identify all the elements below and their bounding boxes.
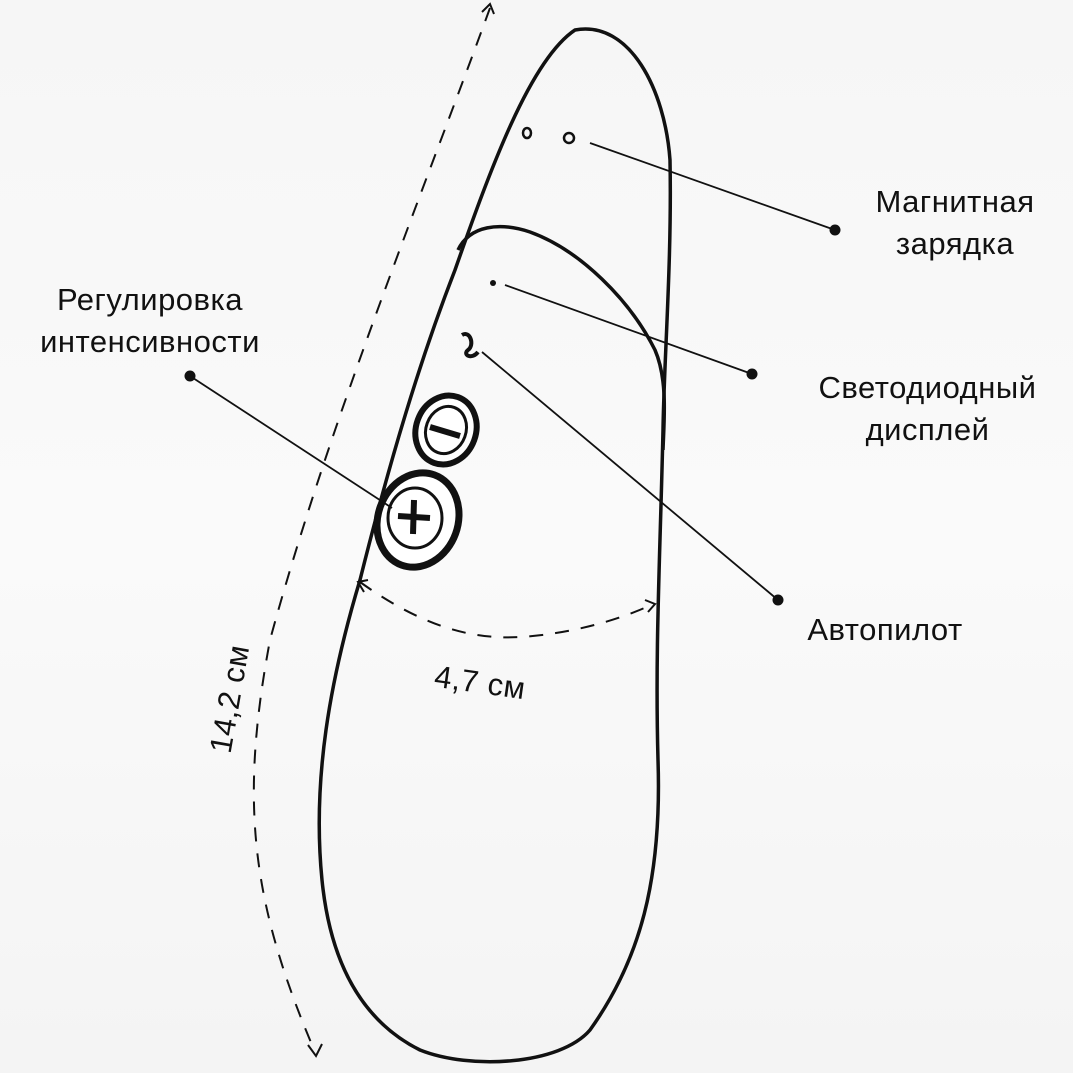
device-outline [317,27,673,1064]
width-dimension-line [359,581,654,639]
intensity-label: Регулировка интенсивности [0,279,300,363]
autopilot-icon [460,332,480,359]
label-line: интенсивности [40,324,260,359]
minus-icon[interactable] [429,424,461,439]
label-line: зарядка [895,226,1015,261]
magnetic-charging-label: Магнитная зарядка [845,181,1065,265]
label-line: дисплей [865,412,990,447]
charging-contact-icon [521,126,533,140]
head-outline [456,225,667,451]
plus-icon[interactable] [397,499,431,535]
label-line: Регулировка [56,282,244,317]
leader-lines [189,142,836,601]
led-display-label: Светодиодный дисплей [780,367,1073,451]
charging-contact-icon [562,131,576,145]
autopilot-label: Автопилот [807,612,963,647]
label-line: Светодиодный [818,370,1037,405]
length-dimension-line [252,7,491,1053]
led-icon [490,280,496,286]
label-line: Магнитная [875,184,1035,219]
intensity-buttons[interactable] [364,387,486,579]
